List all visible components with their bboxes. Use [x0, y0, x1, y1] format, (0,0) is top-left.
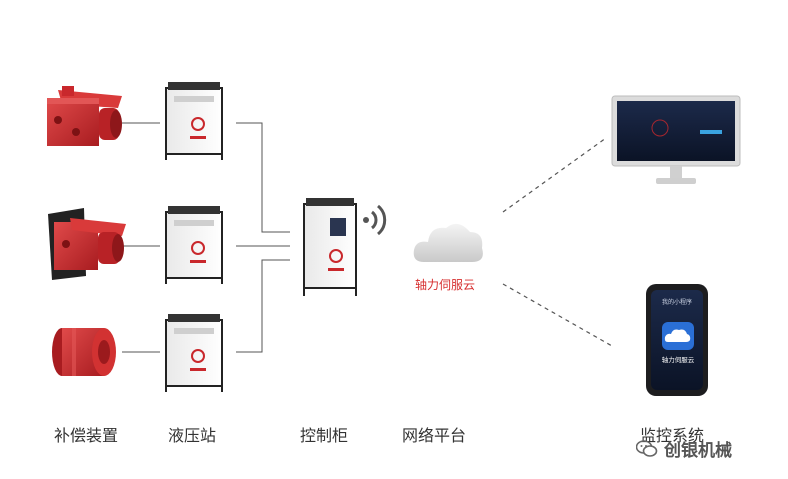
- label-network-platform: 网络平台: [402, 426, 467, 445]
- cloud-label: 轴力伺服云: [415, 278, 476, 292]
- compensator-device-3: [52, 328, 116, 376]
- label-hydraulic-station: 液压站: [168, 426, 217, 445]
- hydraulic-station-3: [165, 314, 223, 392]
- hydraulic-station-1: [165, 82, 223, 160]
- phone-device: [646, 284, 708, 396]
- watermark-text: 创银机械: [664, 441, 732, 461]
- wifi-icon: [363, 204, 387, 236]
- control-cabinet-device: [303, 198, 357, 296]
- compensator-device-2: [48, 208, 126, 280]
- phone-header: 我的小程序: [662, 298, 692, 306]
- connection-lines: [122, 122, 290, 353]
- cloud-icon: [413, 223, 483, 262]
- watermark: 创银机械: [636, 436, 732, 461]
- phone-app-name: 轴力伺服云: [662, 355, 695, 364]
- hydraulic-station-2: [165, 206, 223, 284]
- label-monitoring-system: 监控系统: [640, 426, 705, 445]
- compensator-device-1: [47, 86, 122, 146]
- wechat-icon: [636, 439, 658, 457]
- monitor-device: [611, 95, 741, 184]
- label-control-cabinet: 控制柜: [300, 426, 349, 445]
- dashed-links: [502, 137, 613, 347]
- label-compensator: 补偿装置: [54, 426, 119, 445]
